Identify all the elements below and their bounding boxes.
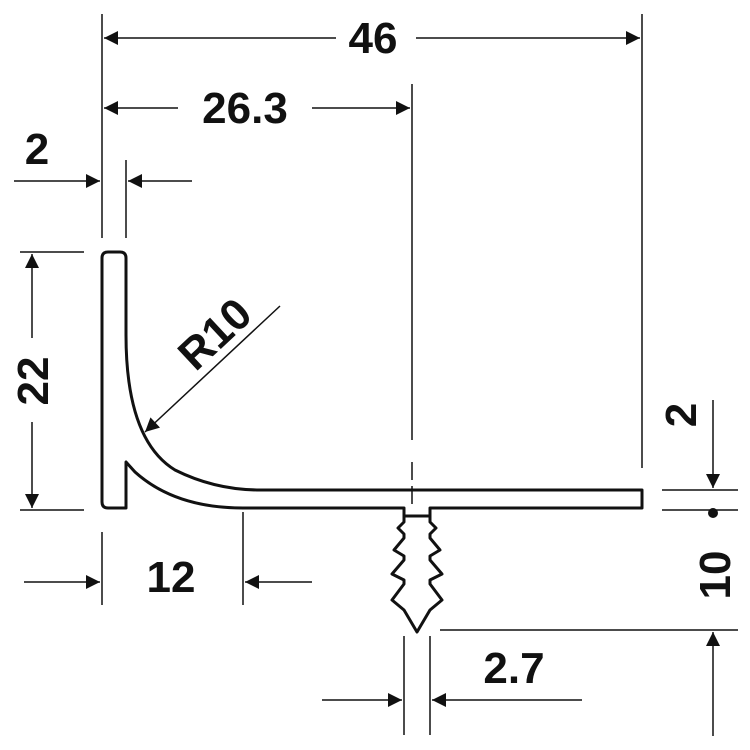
flange-dot bbox=[708, 508, 718, 518]
dim-flange-thickness: 2 bbox=[657, 403, 706, 427]
extension-lines bbox=[20, 14, 738, 735]
dimension-labels: 46 26.3 2 22 R10 12 2 10 2.7 bbox=[9, 14, 740, 693]
dim-overall-width: 46 bbox=[349, 14, 398, 63]
dim-wall-thickness: 2 bbox=[25, 125, 49, 174]
profile-outline bbox=[100, 250, 644, 634]
barbed-pin bbox=[390, 516, 444, 634]
dim-foot-length: 12 bbox=[147, 553, 196, 602]
profile-body bbox=[100, 250, 644, 518]
dim-radius: R10 bbox=[169, 289, 261, 380]
dim-height: 22 bbox=[9, 357, 58, 406]
dimension-lines bbox=[14, 31, 720, 736]
dim-pin-length: 10 bbox=[691, 551, 740, 600]
dim-pin-width: 2.7 bbox=[483, 644, 544, 693]
dim-center-offset: 26.3 bbox=[202, 84, 288, 133]
